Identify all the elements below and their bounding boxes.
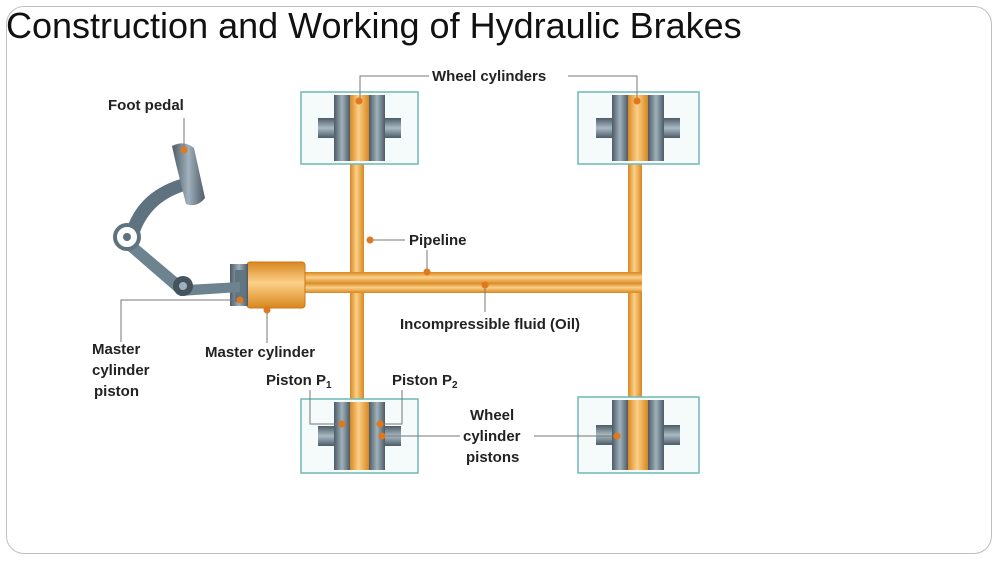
label-wheel-cylinders: Wheel cylinders	[432, 68, 546, 85]
pipe-main-horizontal-lower	[300, 283, 642, 293]
leader-dot	[376, 420, 384, 428]
piston-rod-right	[664, 118, 680, 138]
pipe-main-horizontal-upper	[300, 272, 642, 284]
piston-rod-right	[664, 425, 680, 445]
label-wheel-cylinder-pistons-line3: pistons	[466, 449, 519, 466]
foot-pedal-assembly	[113, 143, 240, 296]
label-master-cylinder-piston-line3: piston	[94, 383, 139, 400]
leader-piston-p2	[378, 390, 403, 425]
piston-block-right	[369, 95, 385, 161]
leader-dot	[236, 296, 244, 304]
piston-rod-left	[318, 118, 334, 138]
label-piston-p2-text: Piston P	[392, 372, 452, 389]
pedal-pad	[172, 143, 205, 206]
wheel-cylinder-rear-right	[577, 396, 700, 474]
piston-block-right	[648, 400, 664, 470]
pedal-arm	[127, 178, 188, 232]
leader-piston-p1	[309, 390, 342, 425]
piston-rod-left	[596, 425, 612, 445]
label-wheel-cylinder-pistons-line1: Wheel	[470, 407, 514, 424]
leader-dot	[481, 281, 489, 289]
label-master-cylinder: Master cylinder	[205, 344, 315, 361]
leader-dot	[378, 432, 386, 440]
piston-block-right	[369, 402, 385, 470]
piston-rod-right	[385, 118, 401, 138]
label-piston-p2: Piston P2	[392, 372, 458, 391]
piston-block-left	[334, 95, 350, 161]
diagram-labels: Wheel cylinders Foot pedal Pipeline Inco…	[92, 68, 580, 466]
wheel-cylinder-rear-left	[300, 398, 419, 474]
piston-rod-left	[318, 426, 334, 446]
leader-master-cylinder-piston	[120, 299, 240, 342]
leader-dot	[263, 306, 271, 314]
leader-dot	[613, 432, 621, 440]
label-piston-p2-subscript: 2	[452, 380, 458, 391]
piston-rod-left	[596, 118, 612, 138]
master-cylinder-body	[246, 261, 306, 309]
label-piston-p1: Piston P1	[266, 372, 332, 391]
piston-block-left	[334, 402, 350, 470]
rod-joint-inner	[179, 282, 187, 290]
leader-dot	[338, 420, 346, 428]
leader-dot	[180, 146, 188, 154]
pivot-joint-inner	[123, 233, 131, 241]
piston-block-right	[648, 95, 664, 161]
slide-title: Construction and Working of Hydraulic Br…	[6, 5, 742, 46]
label-wheel-cylinder-pistons-line2: cylinder	[463, 428, 521, 445]
label-pipeline: Pipeline	[409, 232, 467, 249]
cylinder-core	[350, 402, 369, 470]
leader-wheel-cylinders-right	[568, 75, 638, 100]
label-foot-pedal: Foot pedal	[108, 97, 184, 114]
label-piston-p1-text: Piston P	[266, 372, 326, 389]
cylinder-core	[350, 95, 369, 161]
cylinder-core	[628, 95, 648, 161]
leader-dot	[633, 97, 641, 105]
leader-dot	[366, 236, 374, 244]
leader-lines	[120, 75, 638, 437]
leader-dot	[355, 97, 363, 105]
cylinder-core	[628, 400, 648, 470]
label-piston-p1-subscript: 1	[326, 380, 332, 391]
label-incompressible-fluid: Incompressible fluid (Oil)	[400, 316, 580, 333]
label-master-cylinder-piston-line2: cylinder	[92, 362, 150, 379]
slide-frame	[6, 6, 992, 554]
piston-block-left	[612, 95, 628, 161]
leader-dot	[423, 268, 431, 276]
leader-dots	[180, 97, 641, 440]
pipeline-network	[300, 160, 642, 400]
label-master-cylinder-piston-line1: Master	[92, 341, 141, 358]
leader-wheel-cylinders-left	[359, 75, 429, 100]
